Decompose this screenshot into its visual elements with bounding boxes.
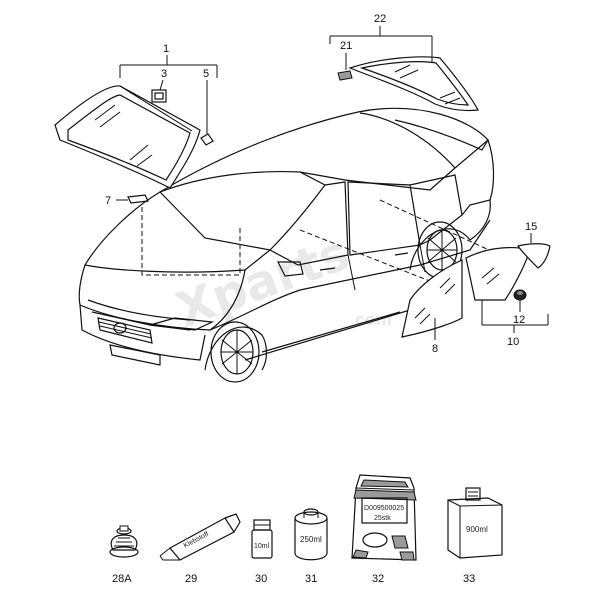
callout-8: 8 [432, 343, 438, 355]
watermark: Xparts com [169, 225, 392, 339]
callout-15: 15 [525, 221, 537, 233]
callout-31: 31 [305, 573, 317, 585]
rear-wheel [409, 221, 471, 279]
small-bottle-label: 10ml [254, 543, 270, 550]
callout-labels: 1 3 5 7 8 10 12 15 21 22 28A 29 30 31 32… [105, 13, 537, 585]
front-wheel [204, 321, 268, 383]
callout-10: 10 [507, 336, 519, 348]
callout-5: 5 [203, 68, 209, 80]
dashed-leaders [141, 199, 501, 286]
part-33-box: 900ml [447, 487, 503, 559]
part-29-tube: Klebstoff [159, 513, 241, 561]
part-31-can: 250ml [294, 508, 328, 561]
callout-22: 22 [374, 13, 386, 25]
part-30-small-bottle: 10ml [251, 519, 273, 559]
callout-28a: 28A [112, 573, 132, 585]
windshield-part [54, 85, 214, 189]
callout-29: 29 [185, 573, 197, 585]
rear-window-part [329, 26, 479, 112]
bag-label-line1: D009500025 [364, 505, 404, 512]
callout-21: 21 [340, 40, 352, 52]
bag-label-line2: 25stk [374, 515, 391, 522]
callout-33: 33 [463, 573, 475, 585]
part-32-bag: D009500025 25stk [351, 474, 417, 561]
callout-1: 1 [163, 43, 169, 55]
spacer-part-7 [116, 194, 149, 204]
callout-7: 7 [105, 195, 111, 207]
callout-32: 32 [372, 573, 384, 585]
callout-12: 12 [513, 314, 525, 326]
car-body [78, 107, 495, 366]
can-label: 250ml [300, 535, 322, 544]
box-label: 900ml [466, 525, 488, 534]
quarter-glass-part [465, 233, 551, 333]
watermark-text: Xparts [169, 225, 356, 339]
callout-30: 30 [255, 573, 267, 585]
rear-door-window-part [401, 259, 463, 340]
callout-3: 3 [161, 68, 167, 80]
part-28a-cone [109, 525, 139, 558]
bracket-1 [119, 55, 218, 134]
